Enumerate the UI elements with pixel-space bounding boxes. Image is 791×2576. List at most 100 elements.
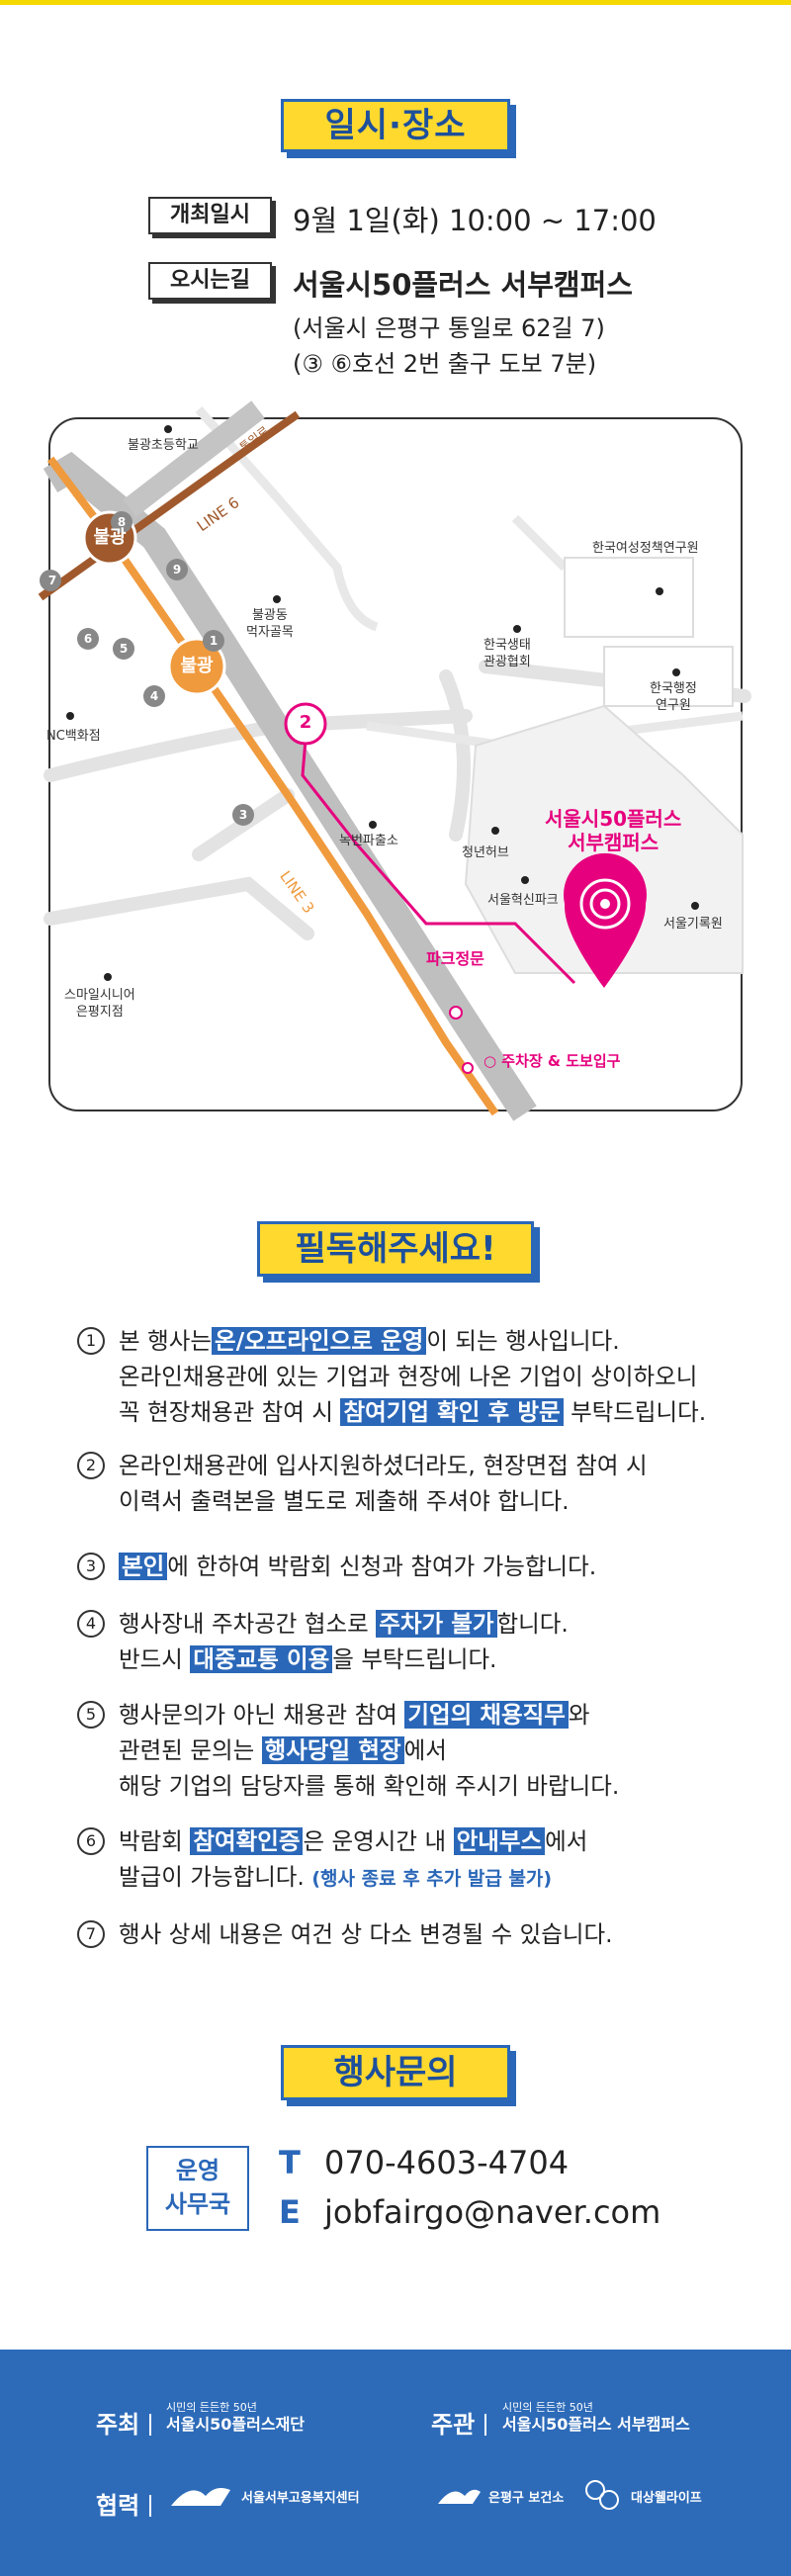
notice-1-line2: 온라인채용관에 있는 기업과 현장에 나온 기업이 상이하오니	[119, 1363, 698, 1390]
host-role: 주최	[96, 2405, 152, 2440]
kipa-label: 한국행정 연구원	[650, 681, 697, 713]
smile-label: 스마일시니어 은평지점	[64, 988, 135, 1020]
coop-logo-3: 대상웰라이프	[581, 2476, 702, 2516]
notice-6-text-c: 에서	[545, 1827, 588, 1855]
notice-1-text-a: 본 행사는	[119, 1327, 212, 1355]
school-label: 불광초등학교	[128, 438, 199, 453]
organizer-label: 주관	[431, 2411, 476, 2439]
notice-item-2: 2 온라인채용관에 입사지원하셨더라도, 현장면접 참여 시 이력서 출력본을 …	[77, 1448, 749, 1519]
office-line2: 사무국	[164, 2190, 231, 2218]
notice-4-text-d: 을 부탁드립니다.	[332, 1645, 497, 1673]
parking-label: ○ 주차장 & 도보입구	[483, 1052, 621, 1070]
office-line1: 운영	[175, 2157, 220, 2184]
coop-label: 협력	[96, 2492, 140, 2520]
notice-heading: 필독해주세요!	[257, 1221, 534, 1277]
notice-5-highlight-1: 기업의 채용직무	[404, 1701, 569, 1729]
kwdi-dot	[656, 587, 663, 595]
venue-address: (서울시 은평구 통일로 62길 7)	[293, 314, 605, 342]
kwdi-label: 한국여성정책연구원	[592, 541, 699, 556]
police-dot	[369, 821, 377, 829]
coop1-name: 서울서부고용복지센터	[241, 2490, 360, 2506]
exit-4-label: 4	[150, 689, 158, 703]
exit-6-label: 6	[84, 632, 92, 646]
eco-dot	[513, 625, 521, 633]
innovation-dot	[521, 876, 529, 884]
archives-label: 서울기록원	[663, 917, 723, 932]
youth-dot	[491, 827, 499, 835]
exit-7-label: 7	[48, 574, 56, 587]
exit-2-label: 2	[299, 712, 312, 733]
map-roads: 8 9 7 6 5 1 4 3	[38, 400, 751, 1121]
notice-2-line2: 이력서 출력본을 별도로 제출해 주셔야 합니다.	[119, 1487, 570, 1515]
notice-2-line1: 온라인채용관에 입사지원하셨더라도, 현장면접 참여 시	[119, 1452, 648, 1479]
notice-number-6: 6	[77, 1827, 105, 1855]
organizer-role: 주관	[431, 2405, 487, 2440]
notice-1-line3-highlight: 참여기업 확인 후 방문	[340, 1398, 564, 1426]
notice-item-7: 7 행사 상세 내용은 여건 상 다소 변경될 수 있습니다.	[77, 1916, 749, 1952]
notice-5-text-d: 에서	[403, 1736, 447, 1764]
exit-3-label: 3	[239, 808, 247, 822]
host-small: 시민의 든든한 50년	[166, 2401, 257, 2414]
park-gate-label: 파크정문	[426, 949, 484, 968]
notice-4-highlight-2: 대중교통 이용	[190, 1645, 333, 1673]
kipa-dot	[672, 668, 680, 676]
notice-5-text-e: 해당 기업의 담당자를 통해 확인해 주시기 바랍니다.	[119, 1772, 620, 1800]
coop-logo-1: 서울서부고용복지센터	[166, 2476, 360, 2516]
notice-4-text-c: 반드시	[119, 1645, 191, 1673]
tel-value[interactable]: 070-4603-4704	[324, 2144, 570, 2181]
notice-4-highlight-1: 주차가 불가	[376, 1610, 497, 1638]
coop2-name: 은평구 보건소	[488, 2490, 565, 2506]
campus-label: 서울시50플러스 서부캠퍼스	[545, 807, 682, 854]
notice-6-highlight-1: 참여확인증	[190, 1827, 304, 1855]
notice-number-4: 4	[77, 1610, 105, 1638]
archives-dot	[691, 902, 699, 910]
notice-6-note: (행사 종료 후 추가 발급 불가)	[311, 1868, 553, 1890]
notice-5-text-a: 행사문의가 아닌 채용관 참여	[119, 1701, 405, 1729]
ministry-logo-icon	[171, 2488, 230, 2506]
host-name: 서울시50플러스재단	[166, 2415, 306, 2434]
police-label: 녹번파출소	[339, 834, 398, 848]
eco-label: 한국생태 관광협회	[483, 638, 531, 669]
daesang-logo-icon	[585, 2480, 619, 2510]
organizer-name: 서울시50플러스 서부캠퍼스	[502, 2415, 690, 2434]
schedule-venue-heading: 일시·장소	[281, 99, 510, 152]
organizer-org: 시민의 든든한 50년 서울시50플러스 서부캠퍼스	[502, 2401, 690, 2435]
notice-1-highlight: 온/오프라인으로 운영	[211, 1327, 427, 1355]
notice-6-highlight-2: 안내부스	[453, 1827, 546, 1855]
notice-number-3: 3	[77, 1553, 105, 1580]
health-center-logo-icon	[438, 2489, 481, 2504]
notice-5-text-b: 와	[568, 1701, 590, 1729]
nc-label: NC백화점	[46, 729, 101, 744]
contact-tel-row: T 070-4603-4704	[279, 2144, 569, 2181]
food-alley-label: 불광동 먹자골목	[246, 608, 294, 640]
notice-number-5: 5	[77, 1701, 105, 1729]
coop-logo-2: 은평구 보건소	[433, 2476, 564, 2516]
nc-dot	[66, 712, 74, 720]
organizer-small: 시민의 든든한 50년	[502, 2401, 593, 2414]
youth-label: 청년허브	[462, 845, 509, 860]
tel-label: T	[279, 2144, 301, 2181]
email-value[interactable]: jobfairgo@naver.com	[324, 2193, 661, 2231]
notice-6-text-a: 박람회	[119, 1827, 191, 1855]
notice-6-text-d: 발급이 가능합니다.	[119, 1863, 312, 1891]
notice-3-highlight: 본인	[119, 1553, 168, 1580]
email-label: E	[279, 2193, 301, 2231]
notice-1-line3c: 부탁드립니다.	[563, 1398, 707, 1426]
notice-4-text-b: 합니다.	[496, 1610, 569, 1638]
smile-dot	[104, 973, 112, 981]
location-map[interactable]: 8 9 7 6 5 1 4 3 불광초등학교 통일로 LINE 6 LINE 3…	[38, 400, 751, 1121]
venue-transit: (③ ⑥호선 2번 출구 도보 7분)	[293, 350, 597, 378]
exit-1-label: 1	[210, 634, 218, 648]
notice-number-1: 1	[77, 1327, 105, 1355]
notice-5-text-c: 관련된 문의는	[119, 1736, 262, 1764]
notice-3-text: 에 한하여 박람회 신청과 참여가 가능합니다.	[167, 1553, 597, 1580]
coop-role: 협력	[96, 2486, 152, 2521]
notice-7-text: 행사 상세 내용은 여건 상 다소 변경될 수 있습니다.	[119, 1920, 613, 1948]
schedule-label: 개최일시	[148, 197, 272, 234]
notice-number-2: 2	[77, 1452, 105, 1479]
